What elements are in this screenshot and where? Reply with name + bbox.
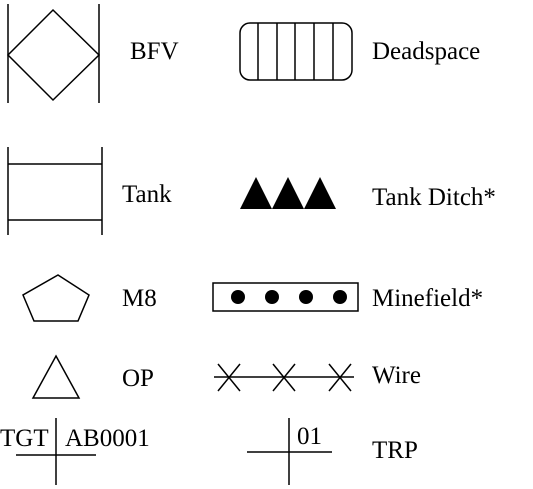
m8-pentagon-icon bbox=[22, 274, 90, 322]
minefield-label: Minefield* bbox=[372, 285, 484, 312]
trp-number-label: 01 bbox=[297, 423, 322, 450]
bfv-icon bbox=[6, 4, 101, 103]
deadspace-label: Deadspace bbox=[372, 38, 481, 65]
tank-label: Tank bbox=[122, 181, 172, 208]
trp-icon bbox=[247, 418, 332, 485]
trp-label: TRP bbox=[372, 437, 418, 464]
wire-label: Wire bbox=[372, 362, 421, 389]
bfv-label: BFV bbox=[130, 38, 179, 65]
tank-icon bbox=[7, 147, 103, 235]
tank-ditch-icon bbox=[240, 177, 336, 209]
deadspace-icon bbox=[239, 22, 353, 81]
minefield-icon bbox=[212, 282, 359, 312]
tgt-id-label: AB0001 bbox=[65, 425, 150, 452]
wire-icon bbox=[214, 363, 354, 392]
m8-label: M8 bbox=[122, 285, 157, 312]
op-label: OP bbox=[122, 365, 154, 392]
target-icon bbox=[16, 418, 96, 485]
tgt-prefix-label: TGT bbox=[0, 425, 49, 452]
op-triangle-icon bbox=[31, 354, 81, 399]
tank-ditch-label: Tank Ditch* bbox=[372, 184, 496, 211]
